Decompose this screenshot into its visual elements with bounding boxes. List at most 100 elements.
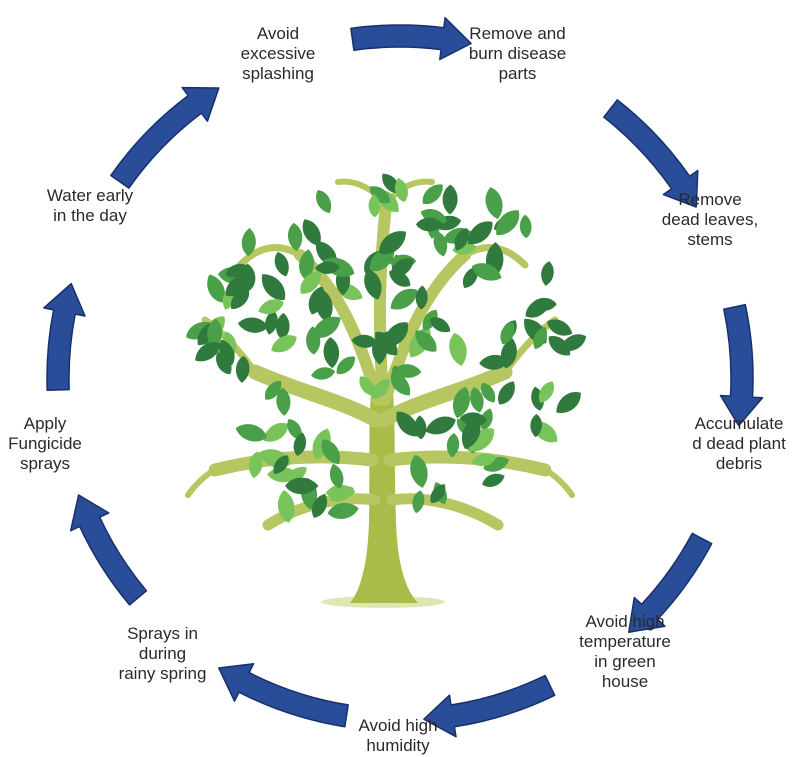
tree-leaf [235, 424, 268, 442]
arrow-remove-dead-to-debris [719, 303, 764, 427]
tree-leaf [498, 381, 515, 405]
tree-leaf [390, 288, 418, 310]
tree-leaf [500, 321, 515, 345]
tree-leaf [336, 356, 355, 375]
tree-branch [383, 450, 552, 477]
tree-leaf [216, 352, 232, 375]
tree-leaf [479, 354, 509, 370]
step-label-avoid-humidity: Avoid high humidity [358, 716, 438, 755]
tree-leaf [225, 263, 249, 278]
tree-leaf [422, 184, 443, 205]
tree-leaf [449, 332, 467, 366]
tree-branch [208, 450, 379, 477]
tree-leaf [277, 490, 295, 523]
tree-leaf [482, 473, 505, 487]
tree-leaf [429, 317, 451, 333]
tree-leaf [274, 251, 289, 277]
tree-leaf [293, 432, 307, 456]
step-label-remove-burn: Remove and burn disease parts [468, 24, 567, 83]
tree-leaf [519, 214, 532, 239]
step-label-avoid-splashing: Avoid excessive splashing [240, 24, 316, 83]
tree-leaf [207, 274, 225, 303]
tree-leaf [442, 184, 458, 215]
tree-branch [236, 244, 304, 269]
tree-leaf [422, 309, 438, 331]
tree-leaf [525, 298, 551, 318]
arrow-sprays-to-fungicide [69, 494, 148, 606]
tree-leaf [241, 228, 256, 257]
step-label-remove-dead: Remove dead leaves, stems [661, 190, 759, 249]
tree-leaf [371, 379, 390, 399]
tree-leaf [425, 416, 456, 435]
arrow-remove-burn-to-remove-dead [603, 99, 699, 208]
tree-leaf [315, 289, 333, 323]
tree-branch [376, 364, 513, 428]
tree-leaf [496, 210, 520, 236]
tree-leaf [261, 274, 286, 300]
tree-illustration [185, 173, 587, 608]
step-label-water-early: Water early in the day [46, 186, 134, 225]
tree-leaf [556, 392, 581, 414]
tree-leaf [276, 387, 291, 416]
tree-leaf [480, 408, 493, 431]
tree-leaf [533, 327, 548, 350]
tree-leaf [329, 463, 344, 489]
tree-leaf [530, 414, 542, 438]
tree-leaf [468, 428, 494, 452]
tree-leaf [539, 381, 554, 403]
tree-leaf [325, 484, 356, 500]
tree-leaf [480, 382, 496, 403]
tree-leaf [415, 330, 437, 352]
tree-leaf [471, 453, 497, 467]
tree-leaf [258, 299, 284, 314]
tree-leaf [321, 439, 340, 465]
arrow-debris-to-temperature [628, 532, 713, 633]
tree-trunk [350, 380, 418, 603]
tree-leaf [446, 433, 460, 458]
tree-leaf [412, 490, 425, 514]
step-label-apply-fungicide: Apply Fungicide sprays [8, 414, 82, 473]
tree-leaf [359, 376, 376, 396]
tree-leaf [263, 423, 289, 442]
tree-leaf [390, 373, 411, 396]
arrow-splashing-to-remove-burn [350, 17, 472, 61]
step-label-avoid-temperature: Avoid high temperature in green house [579, 612, 671, 691]
tree-leaf [560, 334, 587, 351]
tree-leaf [230, 279, 253, 292]
tree-leaf [299, 249, 315, 280]
tree-leaf [368, 194, 381, 218]
tree-leaf [394, 178, 408, 203]
tree-leaf [485, 187, 503, 220]
tree-leaf [235, 355, 250, 383]
tree-leaf [312, 316, 341, 338]
tree-branch [542, 467, 575, 498]
tree-leaf [311, 367, 336, 380]
tree-leaf [287, 418, 302, 440]
tree-leaf [273, 455, 289, 474]
tree-branch [185, 467, 218, 498]
tree-leaf [327, 502, 359, 519]
tree-leaf [271, 335, 297, 353]
tree-branch [247, 364, 384, 428]
tree-leaf [311, 493, 328, 518]
tree-leaf [230, 288, 250, 310]
arrow-temperature-to-humidity [423, 674, 556, 738]
tree-leaf [264, 380, 282, 400]
tree-leaf [430, 484, 446, 504]
tree-leaf [285, 477, 319, 495]
tree-leaf [248, 451, 263, 479]
tree-leaf [462, 266, 478, 289]
tree-leaf [300, 271, 321, 294]
tree-leaf [379, 231, 406, 255]
tree-leaf [302, 219, 321, 246]
tree-leaf [382, 173, 400, 193]
tree-leaf [390, 258, 414, 277]
tree-leaf [454, 228, 469, 251]
tree-leaf [471, 263, 502, 281]
tree-leaf [364, 269, 382, 300]
tree-leaf [219, 339, 235, 366]
cycle-arrows [43, 17, 764, 738]
tree-leaf [265, 310, 278, 335]
